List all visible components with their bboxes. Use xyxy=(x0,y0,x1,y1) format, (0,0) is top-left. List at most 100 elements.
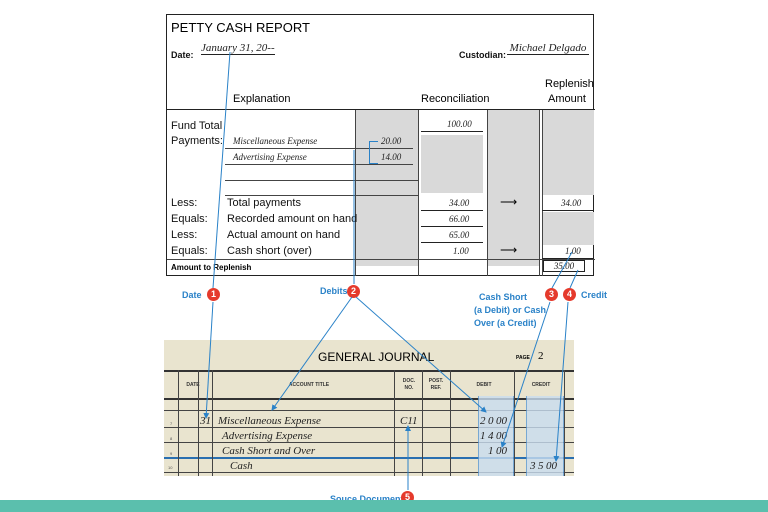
row-1-text: Total payments xyxy=(227,197,301,209)
jline-b xyxy=(164,427,574,428)
payment-item-1-desc: Miscellaneous Expense xyxy=(233,136,318,146)
col-explanation: Explanation xyxy=(233,93,291,105)
row-3-text: Actual amount on hand xyxy=(227,229,341,241)
annotation-source-label: Souce Document xyxy=(330,494,404,504)
annotation-debits-badge: 2 xyxy=(347,285,360,298)
journal-page-label: PAGE xyxy=(516,355,530,361)
payment-item-2-amount: 14.00 xyxy=(381,152,402,162)
row-num-8: 8 xyxy=(170,436,173,441)
credit-down xyxy=(553,301,569,462)
jcol-4 xyxy=(394,370,395,476)
row-num-9: 9 xyxy=(170,451,173,456)
row-4-recon: 1.00 xyxy=(453,246,469,256)
date-value: January 31, 20-- xyxy=(201,42,275,55)
fund-total-label: Fund Total xyxy=(171,120,223,132)
hdr-post-2: REF. xyxy=(430,385,442,391)
payment-line-2 xyxy=(225,164,413,165)
gray-col-4 xyxy=(542,110,594,195)
journal-title: GENERAL JOURNAL xyxy=(318,350,435,364)
gray-col-5 xyxy=(542,212,594,245)
entry-1-debit-0: 2 xyxy=(480,415,486,427)
jcol-5 xyxy=(422,370,423,476)
hdr-doc-1: DOC. xyxy=(402,378,416,384)
hdr-account: ACCOUNT TITLE xyxy=(288,382,330,388)
entry-4-credit-0: 3 xyxy=(530,460,536,472)
sep-5 xyxy=(542,110,543,276)
hdr-post-1: POST. xyxy=(428,378,444,384)
header-divider xyxy=(167,109,595,110)
row-4-replenish: 1.00 xyxy=(565,246,581,256)
col-reconciliation: Reconciliation xyxy=(421,93,490,105)
entry-4-credit-2: 00 xyxy=(546,460,557,472)
general-journal: GENERAL JOURNAL PAGE 2 DATE ACCOUNT TITL… xyxy=(164,340,574,476)
row-3-recon: 65.00 xyxy=(449,230,470,240)
row-3-prefix: Less: xyxy=(171,229,198,241)
custodian-value: Michael Delgado xyxy=(507,42,589,55)
entry-3-account: Cash Short and Over xyxy=(222,445,316,457)
entry-1-debit-1: 0 xyxy=(488,415,494,427)
amount-to-replenish-label: Amount to Replenish xyxy=(171,263,252,272)
row-1-line xyxy=(421,210,483,211)
jcol-6 xyxy=(450,370,451,476)
hdr-doc-2: NO. xyxy=(404,385,414,391)
fund-total-box xyxy=(421,131,483,132)
date-connector xyxy=(212,51,231,289)
jcol-3 xyxy=(212,370,213,476)
jcol-7 xyxy=(514,370,515,476)
hdr-date: DATE xyxy=(186,382,200,388)
annotation-date-badge: 1 xyxy=(207,288,220,301)
entry-2-debit-0: 1 xyxy=(480,430,486,442)
row-3-line xyxy=(421,242,483,243)
entry-1-doc: C11 xyxy=(400,415,418,427)
debits-to-acct xyxy=(271,296,353,411)
journal-header-band xyxy=(164,370,574,400)
row-4-arrow: ⟶ xyxy=(500,243,518,257)
sep-1 xyxy=(355,110,356,276)
cashshort-top xyxy=(551,251,573,289)
annotation-credit-label: Credit xyxy=(581,290,608,300)
report-title: PETTY CASH REPORT xyxy=(171,20,310,35)
hdr-credit: CREDIT xyxy=(531,382,551,388)
row-1-arrow: ⟶ xyxy=(500,195,518,209)
entry-2-debit-2: 00 xyxy=(496,430,507,442)
jline-a xyxy=(164,410,574,411)
row-4-text: Cash short (over) xyxy=(227,245,312,257)
annotation-debits-label: Debits xyxy=(320,286,348,296)
entry-1-debit-2: 00 xyxy=(496,415,507,427)
gray-col-1 xyxy=(355,110,418,266)
cashshort-down xyxy=(500,301,551,448)
annotation-cash-short-badge: 3 xyxy=(545,288,558,301)
footer-band xyxy=(0,500,768,512)
gray-col-2 xyxy=(487,110,539,266)
gray-col-3 xyxy=(421,135,483,193)
annotation-date-label: Date xyxy=(182,290,202,300)
jline-d xyxy=(164,457,574,459)
payment-line-4 xyxy=(225,195,419,196)
payments-label: Payments: xyxy=(171,135,223,147)
credit-top xyxy=(569,269,579,289)
row-num-10: 10 xyxy=(168,465,173,470)
entry-1-account: Miscellaneous Expense xyxy=(218,415,321,427)
date-label: Date: xyxy=(171,50,194,60)
jline-e xyxy=(164,472,574,473)
col-replenish-2: Amount xyxy=(548,93,586,105)
debits-to-debit xyxy=(355,296,487,413)
sep-2 xyxy=(418,110,419,276)
row-1-prefix: Less: xyxy=(171,197,198,209)
entry-3-debit-2: 00 xyxy=(496,445,507,457)
row-4-prefix: Equals: xyxy=(171,245,208,257)
row-1-replenish: 34.00 xyxy=(561,198,582,208)
entry-4-credit-1: 5 xyxy=(538,460,544,472)
annotation-cash-short-3: Over (a Credit) xyxy=(474,318,537,328)
date-connector-2 xyxy=(203,301,214,419)
row-2-prefix: Equals: xyxy=(171,213,208,225)
entry-4-account: Cash xyxy=(230,460,253,472)
sep-3 xyxy=(487,110,488,276)
hdr-debit: DEBIT xyxy=(476,382,492,388)
annotation-credit-badge: 4 xyxy=(563,288,576,301)
row-2-text: Recorded amount on hand xyxy=(227,213,358,225)
bottom-rule xyxy=(167,259,595,260)
row-num-7: 7 xyxy=(170,421,173,426)
jcol-1 xyxy=(178,370,179,476)
